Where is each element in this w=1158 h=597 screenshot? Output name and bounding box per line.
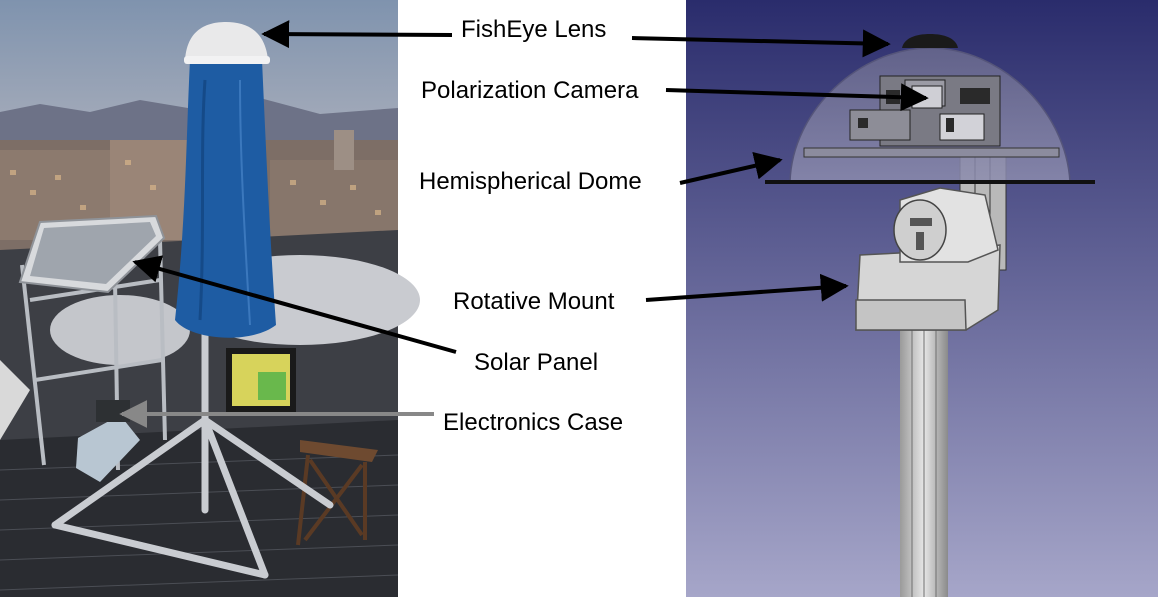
- arrow-solar-panel: [132, 255, 457, 354]
- cad-render: [686, 0, 1158, 597]
- arrow-rotative-mount: [645, 273, 849, 302]
- label-electronics-case: Electronics Case: [443, 409, 623, 436]
- rooftop-photo: [0, 0, 420, 597]
- label-rotative-mount: Rotative Mount: [453, 288, 615, 315]
- arrow-fisheye-right: [631, 29, 891, 58]
- arrow-hemispherical-dome: [679, 152, 783, 185]
- label-hemispherical-dome: Hemispherical Dome: [419, 168, 642, 195]
- label-solar-panel: Solar Panel: [474, 349, 598, 376]
- label-fisheye-lens: FishEye Lens: [461, 16, 606, 43]
- arrow-fisheye-left: [261, 20, 453, 49]
- labels: FishEye Lens Polarization Camera Hemisph…: [419, 16, 642, 436]
- label-polarization-camera: Polarization Camera: [421, 77, 639, 104]
- arrow-polarization-camera: [665, 83, 929, 112]
- annotation-arrows: [119, 20, 929, 428]
